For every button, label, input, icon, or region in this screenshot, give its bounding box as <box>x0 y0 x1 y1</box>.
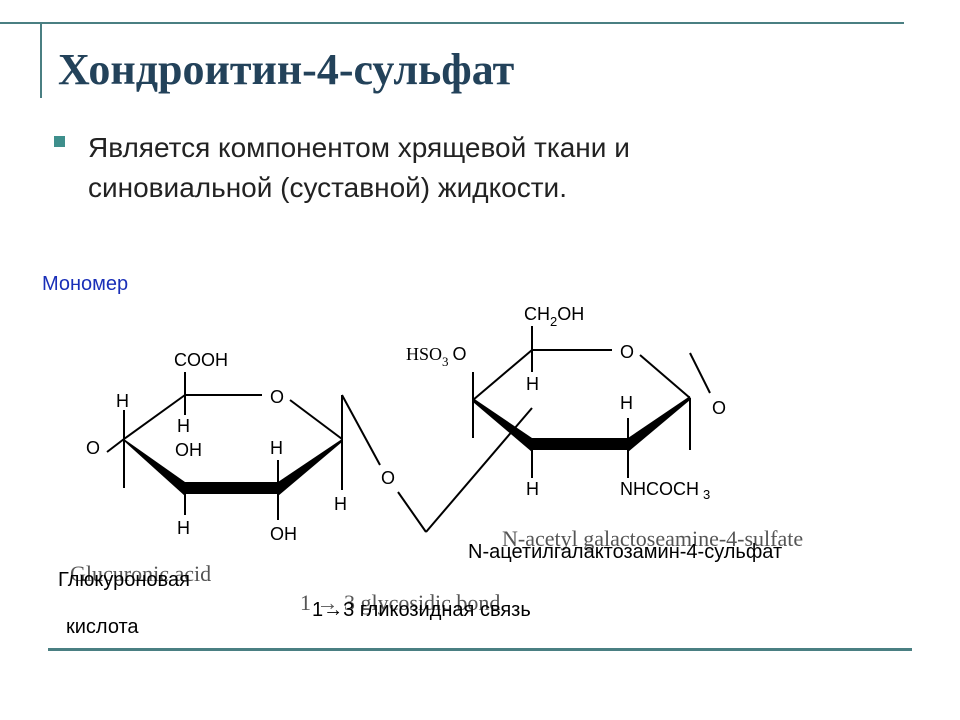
ring1-cooh-label: COOH <box>174 350 228 370</box>
ring1-wedge-right <box>278 439 342 496</box>
ring2-bond-o-c1 <box>639 354 691 399</box>
bullet-line-2: синовиальной (суставной) жидкости. <box>88 172 567 203</box>
ring1-bond-c1-c5 <box>123 394 186 440</box>
frame-top-line <box>0 22 904 24</box>
ring1-h-c5-label: H <box>177 416 190 436</box>
frame-bottom-line <box>48 648 912 651</box>
caption-glucuronic-russian-1: Глюкуроновая <box>58 569 190 591</box>
bullet-text: Является компонентом хрящевой ткани и си… <box>88 128 808 208</box>
monomer-label: Мономер <box>42 273 129 295</box>
glycosidic-bond-left <box>341 394 381 466</box>
ring2-bond-c4-c5 <box>472 349 533 401</box>
ring2-wedge-right <box>628 396 690 452</box>
glycosidic-oxygen-label: O <box>381 468 395 488</box>
glucuronic-acid-ring <box>106 372 533 533</box>
caption-bond-english: 1 → 3 glycosidic bond <box>300 590 500 615</box>
glycosidic-bond-down <box>397 491 427 533</box>
ring2-bond-o-right <box>689 352 711 394</box>
ring1-h-c2-label: H <box>334 494 347 514</box>
slide-title: Хондроитин-4-сульфат <box>58 45 515 94</box>
ring2-h-c3-label: H <box>526 479 539 499</box>
caption-glucuronic-english: Glucuronic acid <box>70 561 211 586</box>
ring1-bond-o-c1 <box>289 399 343 440</box>
ring1-oh-bottom-label: OH <box>270 524 297 544</box>
ring1-h-c3-label: H <box>270 438 283 458</box>
ring1-o-left-label: O <box>86 438 100 458</box>
ring2-wedge-left <box>473 398 532 452</box>
ring1-bond-o-left <box>106 438 125 453</box>
bullet-line-1: Является компонентом хрящевой ткани и <box>88 132 630 163</box>
ring1-h-top-left-label: H <box>116 391 129 411</box>
ring1-wedge-left <box>124 439 185 496</box>
ring2-ring-oxygen-label: O <box>620 342 634 362</box>
bullet-square-icon <box>54 136 65 147</box>
ring1-bold-bottom-bond <box>185 482 278 494</box>
ring2-bold-bottom-bond <box>532 438 628 450</box>
ring2-o-right-label: O <box>712 398 726 418</box>
glycosidic-bond-right <box>425 407 533 533</box>
caption-nacetyl-russian: N-ацетилгалактозамин-4-сульфат <box>468 541 782 563</box>
frame-left-line <box>40 22 42 98</box>
caption-nacetyl-english: N-acetyl galactoseamine-4-sulfate <box>502 526 803 551</box>
ring1-oh-c4-label: OH <box>175 440 202 460</box>
ring2-h-c4-label: H <box>526 374 539 394</box>
ring2-ch2oh-ch: CH2OH <box>524 304 584 329</box>
caption-bond-russian: 1→3 гликозидная связь <box>312 599 531 621</box>
ring1-h-bottom-label: H <box>177 518 190 538</box>
ring1-ring-oxygen-label: O <box>270 387 284 407</box>
galactosamine-ring <box>472 326 711 478</box>
caption-glucuronic-russian-2: кислота <box>66 616 139 638</box>
ring2-h-c1-label: H <box>620 393 633 413</box>
